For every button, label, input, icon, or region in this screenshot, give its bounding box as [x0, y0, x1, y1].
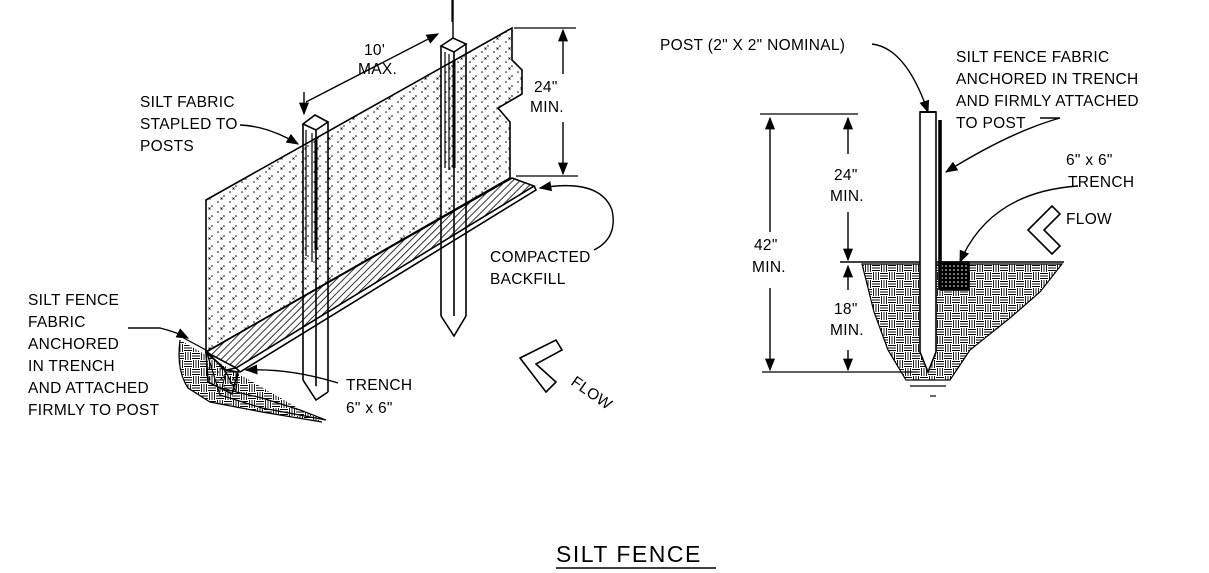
right-labels: POST (2" X 2" NOMINAL) SILT FENCE FABRIC… [660, 37, 1139, 339]
drawing-title: SILT FENCE [556, 541, 716, 569]
fabric-line-2: ANCHORED IN TRENCH [956, 71, 1139, 88]
flow-arrow-right [1026, 204, 1062, 256]
leader-fabric [944, 117, 1061, 173]
leader-anchored [128, 327, 190, 339]
stapled-line-2: STAPLED TO [140, 116, 238, 133]
total-value: 42" [754, 237, 778, 254]
section-backfill [940, 261, 970, 291]
leader-stapled [239, 124, 300, 145]
below-note: MIN. [830, 322, 864, 339]
title-text: SILT FENCE [556, 541, 702, 567]
backfill-line-2: BACKFILL [490, 271, 566, 288]
leader-trench-section [959, 185, 1079, 264]
trench-line-2: 6" x 6" [346, 400, 393, 417]
leader-trench [244, 364, 339, 384]
isometric-view [128, 0, 614, 423]
spacing-note: MAX. [358, 61, 397, 78]
spacing-value: 10' [364, 42, 385, 59]
anchored-line-5: AND ATTACHED [28, 380, 149, 397]
anchored-line-4: IN TRENCH [28, 358, 115, 375]
fabric-line-4: TO POST [956, 115, 1026, 132]
trench-line-1: TRENCH [346, 377, 412, 394]
left-labels: 10' MAX. 24" MIN. SILT FABRIC STAPLED TO… [28, 42, 615, 419]
flow-arrow-left [518, 338, 564, 394]
stapled-line-3: POSTS [140, 138, 194, 155]
leader-backfill [538, 181, 614, 251]
section-view [760, 43, 1079, 397]
above-note: MIN. [830, 188, 864, 205]
leader-post [871, 43, 930, 114]
flow-label-left: FLOW [568, 373, 615, 413]
above-value: 24" [834, 167, 858, 184]
backfill-line-1: COMPACTED [490, 249, 591, 266]
flow-label-right: FLOW [1066, 211, 1112, 228]
height-value: 24" [534, 79, 558, 96]
fabric-line-3: AND FIRMLY ATTACHED [956, 93, 1139, 110]
trench-label-right: TRENCH [1068, 174, 1134, 191]
below-value: 18" [834, 301, 858, 318]
trench-soil-section [861, 263, 1064, 381]
anchored-line-3: ANCHORED [28, 336, 119, 353]
total-note: MIN. [752, 259, 786, 276]
anchored-line-6: FIRMLY TO POST [28, 402, 160, 419]
trench-size-right: 6" x 6" [1066, 152, 1113, 169]
anchored-line-2: FABRIC [28, 314, 86, 331]
stapled-line-1: SILT FABRIC [140, 94, 235, 111]
height-note: MIN. [530, 99, 564, 116]
post-label: POST (2" X 2" NOMINAL) [660, 37, 845, 54]
fabric-line-1: SILT FENCE FABRIC [956, 49, 1110, 66]
section-post [919, 111, 937, 375]
anchored-line-1: SILT FENCE [28, 292, 119, 309]
